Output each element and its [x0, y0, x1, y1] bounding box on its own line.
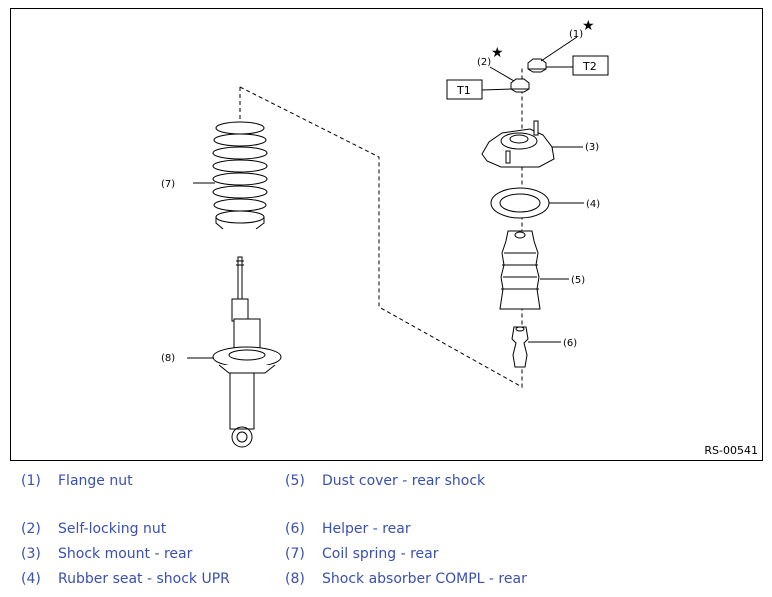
- legend-number: (6): [285, 521, 305, 537]
- diagram-canvas: (7) (8) (1) (2) (3) (4) (5) (6) T1 T2 ★ …: [161, 18, 609, 448]
- callout-2: (2): [477, 57, 491, 68]
- legend-number: (3): [21, 546, 41, 562]
- legend: (1) Flange nut (2) Self-locking nut (3) …: [0, 462, 772, 597]
- shock-mount-part: [481, 120, 555, 168]
- callout-8: (8): [161, 353, 175, 364]
- star-icon: ★: [491, 45, 504, 61]
- flange-nut-part: [527, 58, 547, 73]
- legend-label: Shock absorber COMPL - rear: [322, 571, 527, 587]
- callout-7: (7): [161, 179, 175, 190]
- legend-number: (2): [21, 521, 41, 537]
- leader-line-2: [489, 66, 515, 82]
- legend-label: Dust cover - rear shock: [322, 473, 486, 489]
- legend-label: Coil spring - rear: [322, 546, 439, 562]
- dust-cover-part: [499, 230, 541, 310]
- callout-5: (5): [571, 275, 585, 286]
- t2-box: [572, 55, 609, 76]
- callout-1: (1): [569, 29, 583, 40]
- legend-label: Shock mount - rear: [58, 546, 193, 562]
- legend-number: (1): [21, 473, 41, 489]
- callout-6: (6): [563, 338, 577, 349]
- rubber-seat-part: [490, 187, 550, 219]
- figure-id: RS-00541: [704, 444, 758, 457]
- coil-spring-part: [212, 121, 268, 230]
- self-locking-nut-part: [510, 78, 530, 93]
- legend-number: (5): [285, 473, 305, 489]
- legend-label: Rubber seat - shock UPR: [58, 571, 230, 587]
- torque-label-t2: T2: [582, 60, 597, 73]
- torque-label-t1: T1: [456, 84, 471, 97]
- callout-4: (4): [586, 199, 600, 210]
- leader-line-1: [540, 36, 578, 62]
- leader-line-t1: [481, 88, 512, 91]
- star-icon: ★: [582, 18, 595, 34]
- callout-3: (3): [585, 142, 599, 153]
- helper-part: [511, 326, 529, 368]
- legend-number: (8): [285, 571, 305, 587]
- legend-number: (7): [285, 546, 305, 562]
- legend-number: (4): [21, 571, 41, 587]
- exploded-diagram: (7) (8) (1) (2) (3) (4) (5) (6) T1 T2 ★ …: [10, 8, 763, 461]
- shock-absorber-part: [212, 256, 282, 448]
- assembly-guide-line: [239, 67, 523, 388]
- legend-label: Self-locking nut: [58, 521, 167, 537]
- legend-label: Helper - rear: [322, 521, 411, 537]
- legend-label: Flange nut: [58, 473, 133, 489]
- t1-box: [446, 79, 483, 100]
